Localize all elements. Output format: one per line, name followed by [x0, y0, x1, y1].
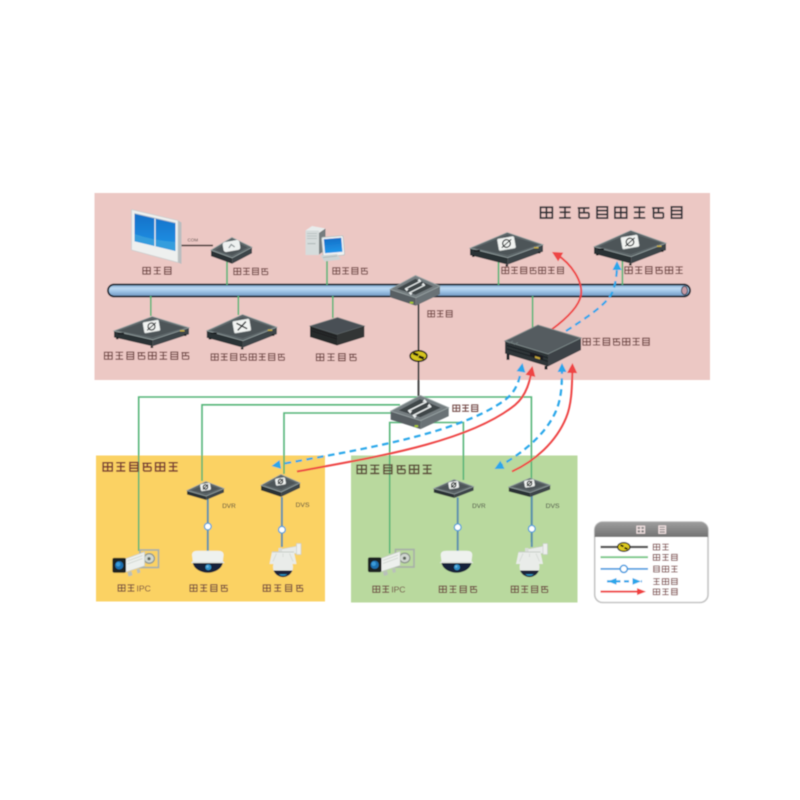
svg-text:IPC: IPC: [137, 583, 151, 593]
svg-text:DVR: DVR: [472, 503, 486, 510]
svg-text:DVS: DVS: [296, 502, 310, 509]
svg-text:DVR: DVR: [222, 503, 236, 510]
svg-text:IPC: IPC: [391, 585, 405, 595]
svg-text:DVS: DVS: [546, 503, 560, 510]
svg-text:COM: COM: [188, 238, 199, 243]
